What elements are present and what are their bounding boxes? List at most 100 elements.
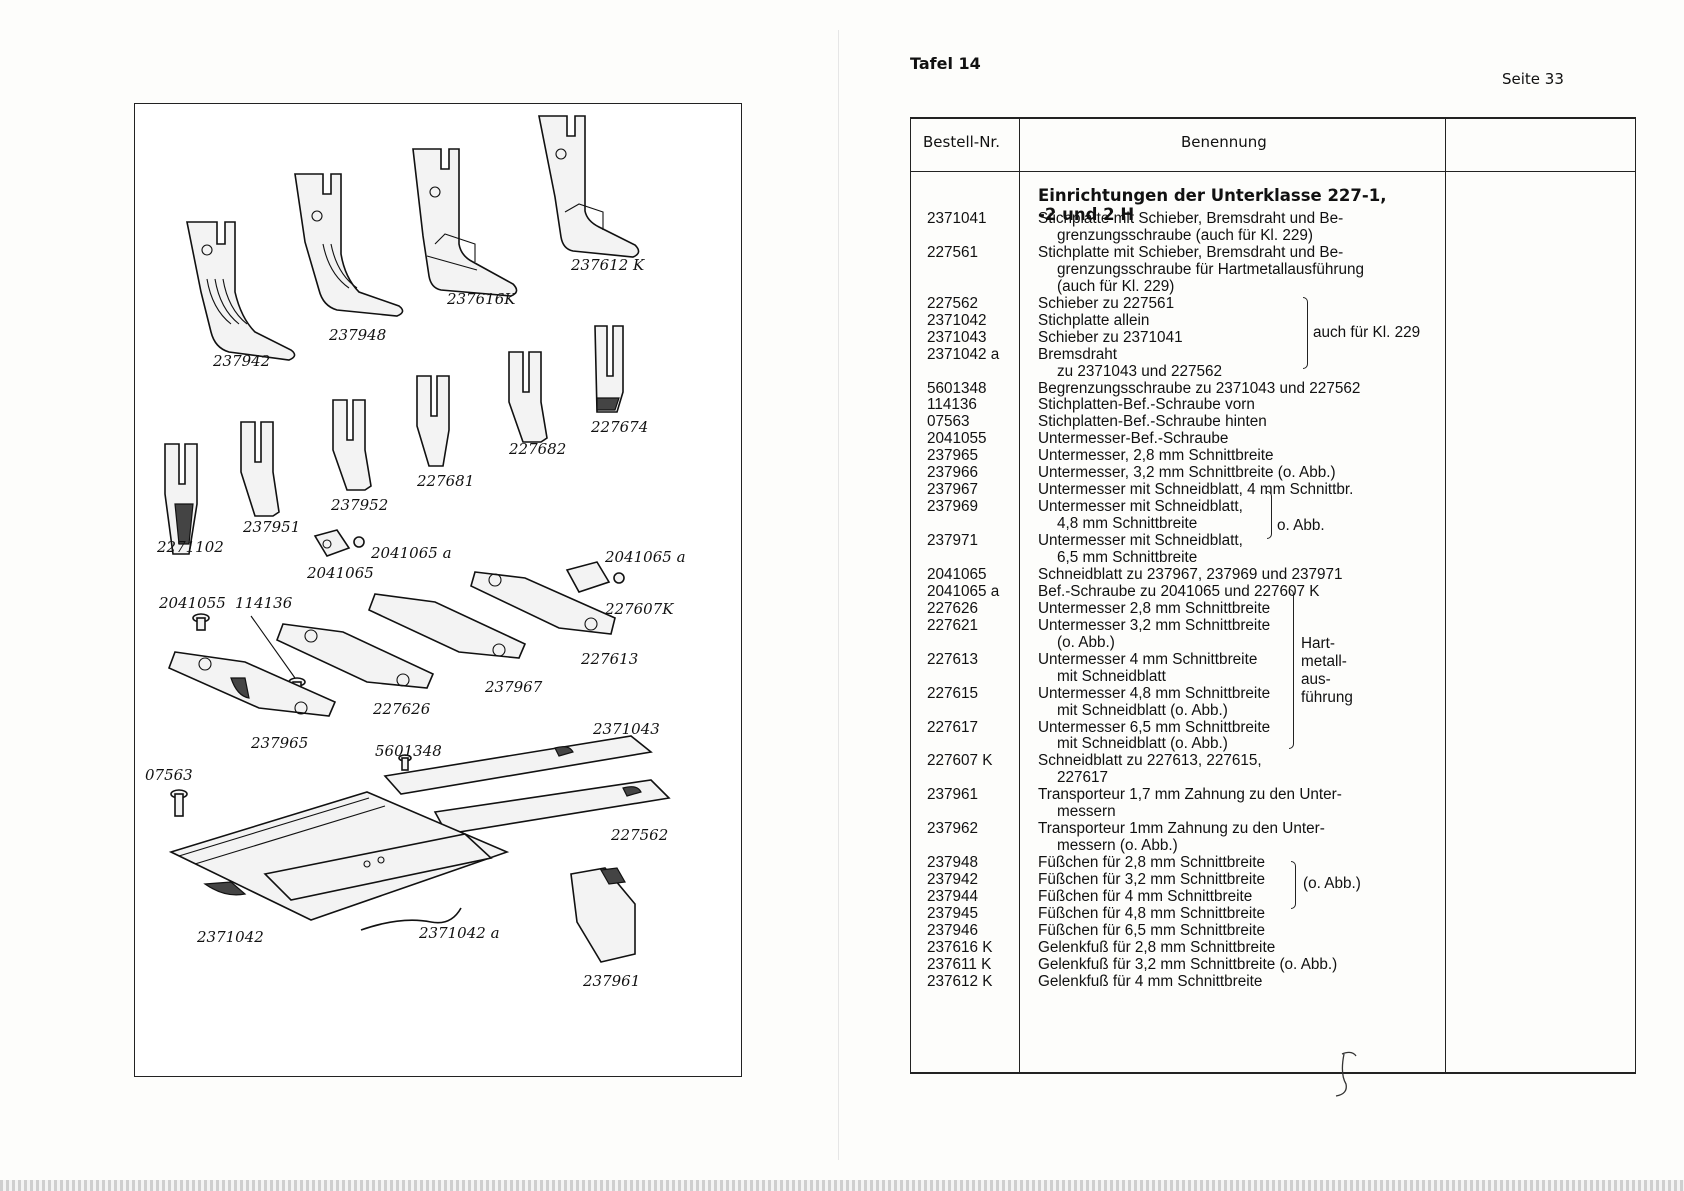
description: Untermesser, 3,2 mm Schnittbreite (o. Ab… [1038,464,1336,482]
plate-2371042 [168,791,510,921]
screw-5601348 [398,754,412,771]
order-number: 237616 K [927,938,993,956]
header-order-number: Bestell-Nr. [923,133,1000,151]
brace-oabb [1267,491,1272,539]
brace-kl229 [1303,297,1308,369]
order-number: 237611 K [927,955,992,973]
label-237961: 237961 [582,972,640,990]
order-number: 237971 [927,532,979,550]
note-oabb: o. Abb. [1277,517,1325,534]
label-2371043: 2371043 [592,720,660,738]
table-row: (auch für Kl. 229) [911,278,1635,296]
description: Füßchen für 4,8 mm Schnittbreite [1038,904,1265,922]
parts-drawing: 237942 237948 237616K 237612 K 2271102 2… [145,115,686,990]
foot-237948 [294,173,404,317]
order-number: 2371043 [927,328,987,346]
label-227626: 227626 [372,700,431,718]
description: Untermesser-Bef.-Schraube [1038,430,1229,448]
label-237616K: 237616K [446,290,516,308]
knife-227613 [470,571,616,635]
description: Untermesser 3,2 mm Schnittbreite [1038,616,1271,634]
order-number: 237961 [927,786,979,804]
page-fold [838,30,839,1160]
foot-237942 [186,221,296,361]
knife-237951 [240,421,280,517]
table-row: 227617 Untermesser 6,5 mm Schnittbreite [911,719,1635,737]
description: 4,8 mm Schnittbreite [1057,515,1198,533]
order-number: 227615 [927,684,979,702]
table-row: mit Schneidblatt [911,668,1635,686]
order-number: 227621 [927,616,979,634]
order-number: 2371041 [927,210,987,227]
order-number: 227617 [927,718,979,736]
table-row: 227561 Stichplatte mit Schieber, Bremsdra… [911,244,1635,262]
description: Füßchen für 4 mm Schnittbreite [1038,888,1253,905]
label-237951: 237951 [242,518,300,536]
label-2041065a-2: 2041065 a [604,548,686,566]
table-row: 227617 [911,769,1635,787]
knife-227682 [508,351,548,443]
order-number: 227561 [927,243,979,261]
table-row: mit Schneidblatt (o. Abb.) [911,702,1635,720]
description: Schneidblatt zu 227613, 227615, [1038,752,1262,770]
blade-227607K [565,561,625,593]
order-number: 227626 [927,599,979,617]
order-number: 5601348 [927,379,987,397]
column-rule-2 [1445,119,1446,1072]
label-2371042: 2371042 [196,928,264,946]
label-237952: 237952 [330,496,388,514]
blade-2041065 [313,529,365,557]
description: Transporteur 1mm Zahnung zu den Unter- [1038,820,1325,838]
description: Untermesser, 2,8 mm Schnittbreite [1038,447,1274,465]
description: messern [1057,803,1116,821]
note-hart-4: führung [1301,689,1353,706]
description: Schneidblatt zu 237967, 237969 und 23797… [1038,565,1343,583]
label-237612K: 237612 K [570,256,645,274]
brace-feet [1291,861,1296,909]
description: Untermesser 6,5 mm Schnittbreite [1038,718,1271,736]
label-227613: 227613 [580,650,638,668]
description: Füßchen für 3,2 mm Schnittbreite [1038,871,1265,889]
section-title-line1: Einrichtungen der Unterklasse 227-1, [1038,186,1387,205]
table-row: (o. Abb.) [911,634,1635,652]
label-2041055: 2041055 [158,594,226,612]
parts-table: Bestell-Nr. Benennung Einrichtungen der … [910,117,1636,1074]
knife-237965 [167,651,337,717]
order-number: 227562 [927,294,979,312]
parts-illustration: 237942 237948 237616K 237612 K 2271102 2… [134,103,742,1077]
order-number: 07563 [927,413,970,431]
description: Gelenkfuß für 3,2 mm Schnittbreite (o. A… [1038,955,1338,973]
description: Begrenzungsschraube zu 2371043 und 22756… [1038,379,1361,397]
screw-2041055 [192,613,210,631]
description: Untermesser 4 mm Schnittbreite [1038,650,1258,668]
description: Schieber zu 2371041 [1038,328,1183,346]
description: Untermesser mit Schneidblatt, 4 mm Schni… [1038,481,1354,499]
label-237948: 237948 [328,326,386,344]
label-2271102: 2271102 [156,538,224,556]
header-rule [911,171,1635,172]
table-row: 227621 Untermesser 3,2 mm Schnittbreite [911,617,1635,635]
order-number: 2371042 [927,311,987,329]
description: Schieber zu 227561 [1038,294,1175,312]
feed-dog-237961 [570,867,636,963]
note-kl229: auch für Kl. 229 [1313,324,1421,341]
description: Stichplatte mit Schieber, Bremsdraht und… [1038,243,1344,261]
foot-237612K [538,115,640,258]
description: Bremsdraht [1038,345,1118,363]
table-row: 4,8 mm Schnittbreite [911,515,1635,533]
table-row: messern (o. Abb.) [911,837,1635,855]
order-number: 227613 [927,650,979,668]
label-227681: 227681 [416,472,474,490]
page-number: Seite 33 [1502,70,1564,88]
header-description: Benennung [1181,133,1267,151]
